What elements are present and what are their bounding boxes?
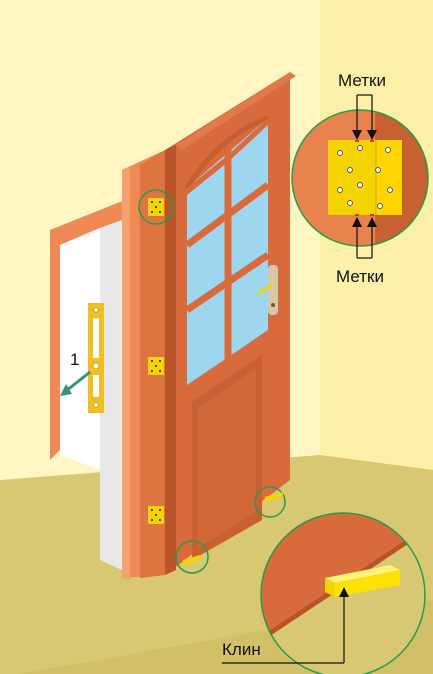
wedge-label: Клин — [222, 640, 261, 659]
door-edge — [165, 145, 176, 575]
hinge-middle — [148, 357, 164, 375]
marks-label-bottom: Метки — [336, 267, 384, 286]
hinge-bottom — [148, 506, 164, 524]
marks-label-top: Метки — [338, 71, 386, 90]
door-handle-plate — [268, 265, 278, 315]
hinge-top — [148, 198, 164, 216]
strike-plate — [88, 303, 104, 413]
latch-number-label: 1 — [70, 350, 79, 369]
